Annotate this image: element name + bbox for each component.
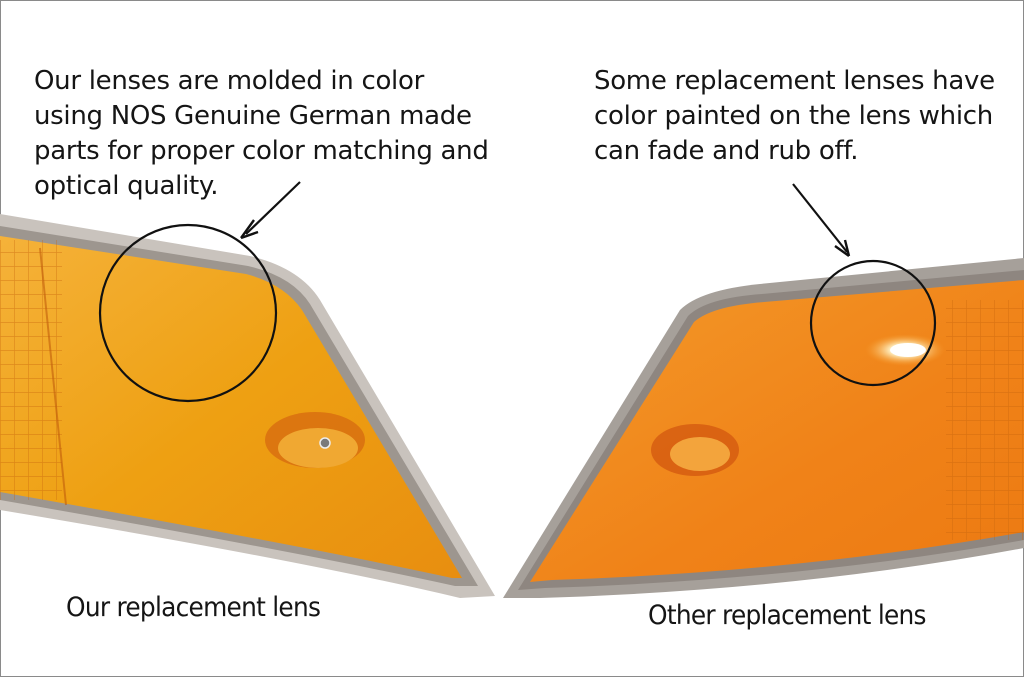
right-highlight-circle	[809, 259, 937, 387]
right-callout-line: Some replacement lenses have	[594, 66, 995, 96]
right-arrow-line	[792, 183, 848, 253]
right-callout-text: Some replacement lenses have color paint…	[594, 64, 995, 169]
left-arrow-line	[245, 181, 301, 235]
right-annotation	[792, 183, 937, 387]
left-lens-label: Our replacement lens	[66, 592, 321, 623]
right-lens	[503, 258, 1024, 598]
left-callout-line: Our lenses are molded in color	[34, 66, 424, 96]
left-annotation	[98, 181, 301, 403]
left-callout-line: using NOS Genuine German made	[34, 101, 472, 131]
left-callout-line: optical quality.	[34, 171, 219, 201]
left-arrow-head-icon	[240, 219, 259, 240]
left-lens	[0, 214, 495, 598]
right-callout-line: can fade and rub off.	[594, 136, 859, 166]
left-callout-line: parts for proper color matching and	[34, 136, 489, 166]
left-highlight-circle	[98, 223, 278, 403]
right-lens-label: Other replacement lens	[648, 600, 926, 631]
left-callout-text: Our lenses are molded in color using NOS…	[34, 64, 489, 204]
right-callout-line: color painted on the lens which	[594, 101, 993, 131]
right-arrow-head-icon	[834, 239, 851, 257]
